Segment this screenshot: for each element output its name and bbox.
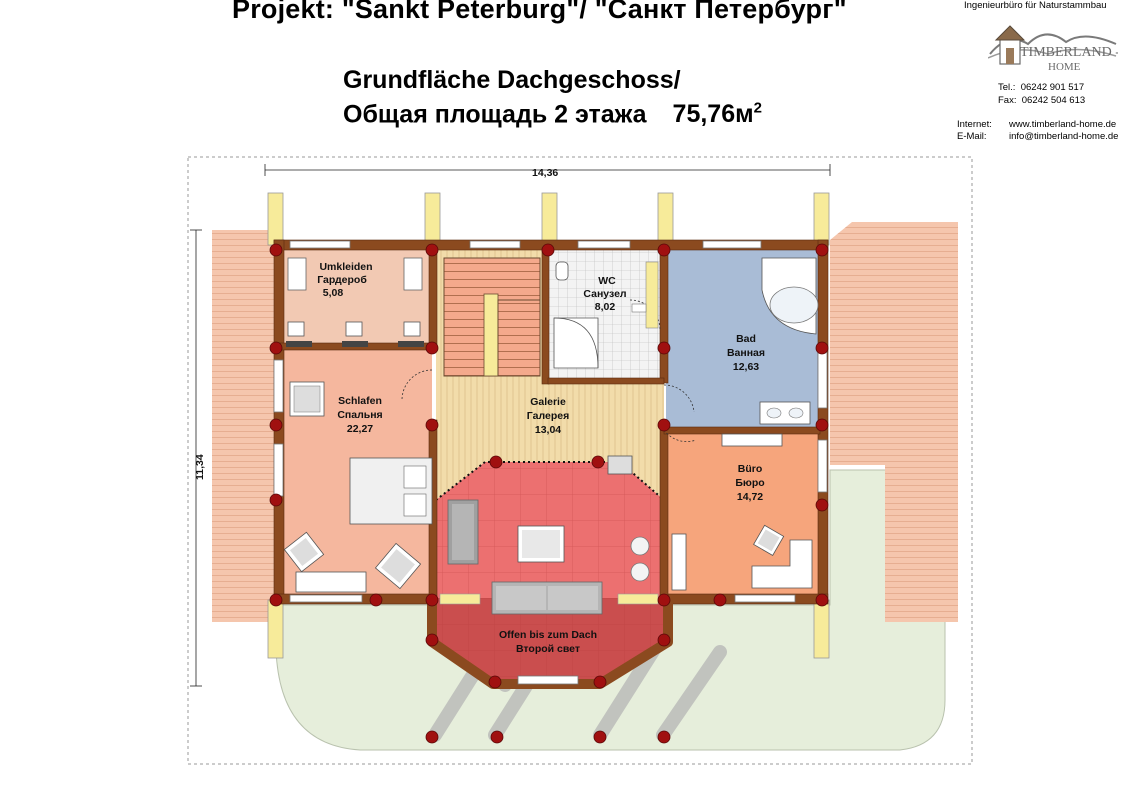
- stair-arrow: [497, 299, 540, 376]
- tel-number: 06242 901 517: [1020, 82, 1085, 93]
- timberland-logo: TIMBERLAND - HOME: [988, 25, 1118, 72]
- label-bad-ru: Ванная: [727, 347, 765, 359]
- label-galerie-de: Galerie: [530, 396, 566, 408]
- columns: [269, 243, 829, 744]
- email-label: E-Mail:: [957, 131, 987, 142]
- beam-posts: [267, 192, 830, 659]
- door-swings: [401, 299, 697, 442]
- label-buero-area: 14,72: [737, 491, 763, 503]
- label-umkleiden-ru: Гардероб: [317, 274, 367, 286]
- plan-subtitle: Grundfläche Dachgeschoss/: [343, 66, 681, 94]
- bath-fixtures: [759, 257, 819, 425]
- wardrobe-furniture: [286, 257, 424, 347]
- living-furniture: [447, 455, 650, 615]
- total-area: 75,76м2: [673, 100, 762, 128]
- internet-line: Internet: www.timberland-home.de: [957, 119, 1116, 130]
- label-schlafen-de: Schlafen: [338, 395, 382, 407]
- plan-frame: [187, 156, 973, 765]
- offen-lower-shade: [436, 598, 664, 680]
- roof-left: [212, 230, 276, 622]
- company-name: Ingenieurbüro für Naturstammbau: [964, 0, 1107, 11]
- logo-text-1: TIMBERLAND -: [1020, 45, 1118, 60]
- project-title: Projekt: "Sankt Peterburg"/ "Санкт Петер…: [232, 0, 847, 24]
- subtitle-ru-text: Общая площадь 2 этажа: [343, 100, 647, 129]
- label-bad-de: Bad: [736, 333, 756, 345]
- windows: [273, 240, 828, 685]
- label-offen-ru: Второй свет: [516, 643, 580, 655]
- fax-number: 06242 504 613: [1021, 95, 1086, 106]
- wc-fixtures: [553, 261, 659, 369]
- label-schlafen-area: 22,27: [347, 423, 373, 435]
- internet-link[interactable]: www.timberland-home.de: [1009, 119, 1117, 130]
- total-area-value: 75,76м: [672, 100, 754, 129]
- plan-subtitle-ru: Общая площадь 2 этажа 75,76м2: [343, 100, 762, 129]
- tel-line: Tel.: 06242 901 517: [998, 82, 1084, 93]
- tel-label: Tel.:: [998, 82, 1016, 93]
- label-offen-de: Offen bis zum Dach: [499, 629, 597, 641]
- label-bad-area: 12,63: [733, 361, 759, 373]
- roof-right: [830, 222, 958, 622]
- label-wc-ru: Санузел: [583, 288, 626, 300]
- label-galerie-area: 13,04: [535, 424, 561, 436]
- fax-label: Fax:: [998, 95, 1017, 106]
- office-furniture: [671, 433, 813, 591]
- stair-railing: [483, 293, 499, 377]
- label-umkleiden-de: Umkleiden: [319, 261, 372, 273]
- room-galerie: [436, 382, 664, 462]
- label-buero-de: Büro: [738, 463, 763, 475]
- fax-line: Fax: 06242 504 613: [998, 95, 1085, 106]
- dimension-lines: [190, 164, 831, 687]
- dimension-height: 11,34: [194, 454, 206, 480]
- room-labels: Umkleiden Гардероб 5,08 WC Санузел 8,02 …: [317, 261, 765, 655]
- label-buero-ru: Бюро: [735, 477, 764, 489]
- label-schlafen-ru: Спальня: [337, 409, 382, 421]
- bedroom-furniture: [283, 381, 433, 593]
- email-link[interactable]: info@timberland-home.de: [1009, 131, 1119, 142]
- label-wc-de: WC: [598, 275, 616, 287]
- logo-text-2: HOME: [1048, 61, 1081, 72]
- email-line: E-Mail: info@timberland-home.de: [957, 131, 1118, 142]
- gallery-edge-line: [435, 461, 665, 501]
- label-wc-area: 8,02: [595, 301, 616, 313]
- area-unit-superscript: 2: [753, 100, 762, 117]
- dimension-width: 14,36: [532, 167, 558, 179]
- label-galerie-ru: Галерея: [527, 410, 569, 422]
- internet-label: Internet:: [957, 119, 992, 130]
- label-umkleiden-area: 5,08: [323, 287, 344, 299]
